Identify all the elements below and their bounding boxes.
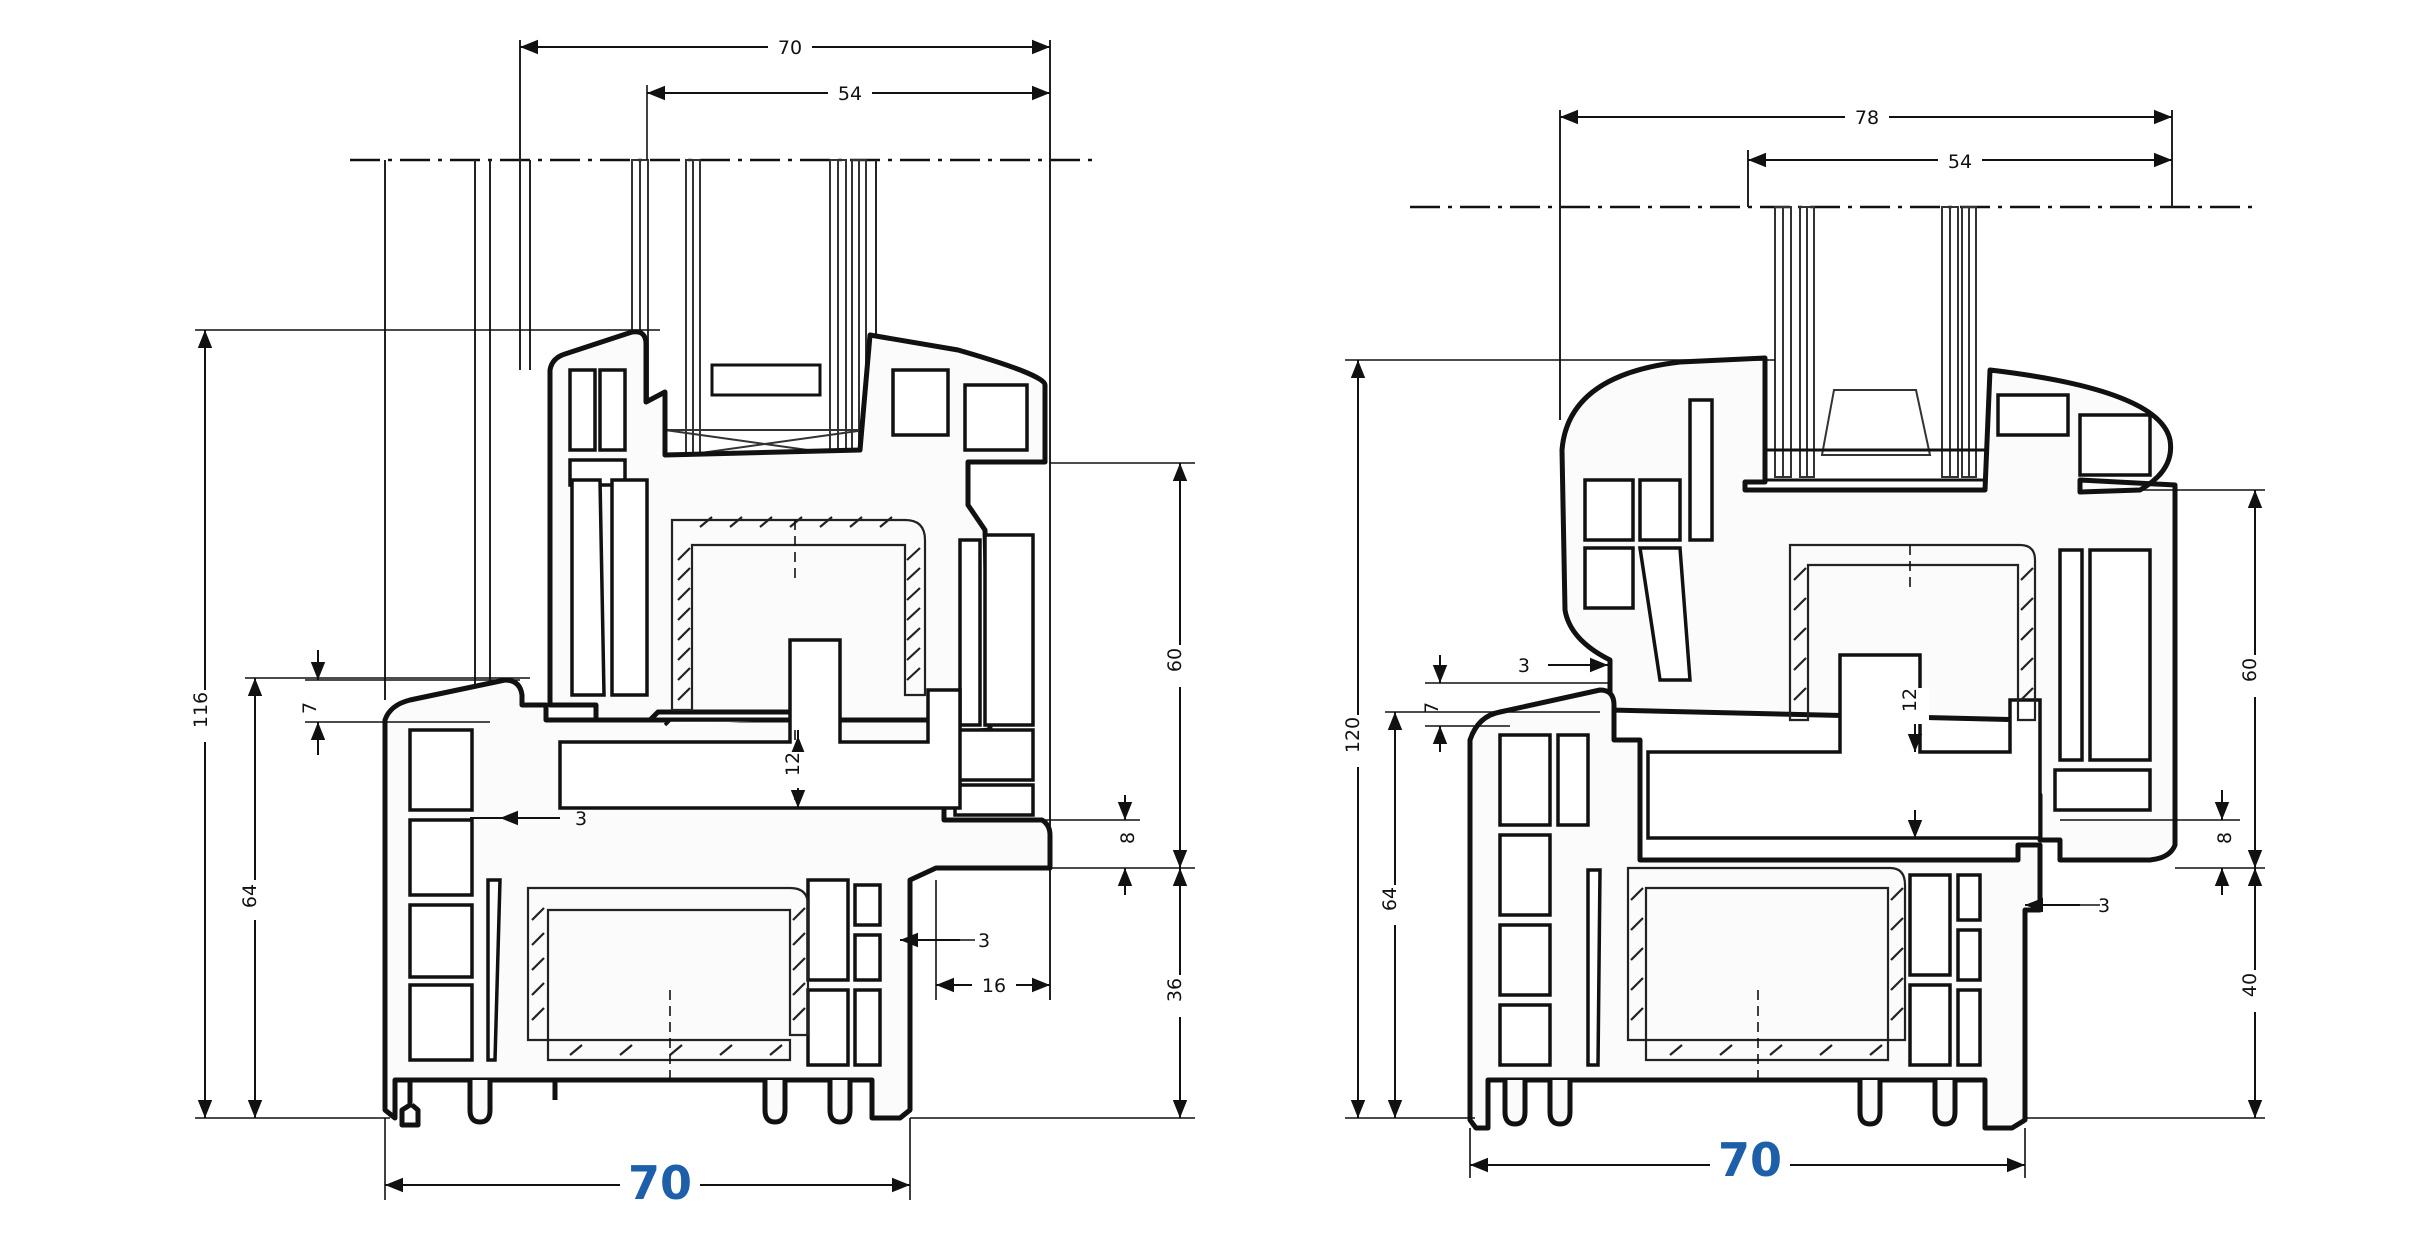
right-dim-8: 8 bbox=[2214, 832, 2236, 844]
left-dim-glass-width: 54 bbox=[838, 83, 862, 105]
right-profile-chambers bbox=[1498, 393, 2152, 1067]
left-dim-16: 16 bbox=[982, 975, 1006, 997]
right-dim-12: 12 bbox=[1899, 688, 1921, 712]
right-sash-profile bbox=[1559, 355, 2178, 863]
right-frame-feet bbox=[1502, 1080, 1958, 1127]
left-total-width-label: 70 bbox=[628, 1156, 692, 1210]
right-dim-height-bottom: 40 bbox=[2239, 973, 2261, 997]
right-axis-marks bbox=[1757, 545, 1911, 1080]
left-dim-width-top: 70 bbox=[778, 37, 802, 59]
right-dim-3-upper: 3 bbox=[1518, 655, 1530, 677]
right-total-width-label: 70 bbox=[1718, 1133, 1782, 1187]
left-profile-drawing: 70 54 116 64 60 36 7 12 3 3 8 16 70 bbox=[190, 32, 1195, 1210]
left-steel-reinforcement bbox=[526, 516, 927, 1062]
right-dim-width-top: 78 bbox=[1855, 107, 1879, 129]
right-dim-glass-width: 54 bbox=[1948, 151, 1972, 173]
left-dim-3-upper: 3 bbox=[575, 808, 587, 830]
right-glazing-unit bbox=[1764, 206, 1988, 482]
left-dim-3-lower: 3 bbox=[978, 930, 990, 952]
right-dimension-labels: 78 54 120 64 60 40 7 12 3 3 8 70 bbox=[1342, 102, 2269, 1188]
right-dim-height-sash: 60 bbox=[2239, 658, 2261, 682]
right-dim-height-total: 120 bbox=[1342, 717, 1364, 753]
right-frame-profile bbox=[1467, 687, 2043, 1131]
left-dim-12: 12 bbox=[782, 752, 804, 776]
left-profile-chambers bbox=[408, 368, 1035, 1067]
right-dim-7: 7 bbox=[1421, 702, 1443, 714]
right-profile-drawing: 78 54 120 64 60 40 7 12 3 3 8 70 bbox=[1342, 102, 2269, 1188]
right-dim-height-frame: 64 bbox=[1379, 887, 1401, 911]
left-dim-8: 8 bbox=[1117, 832, 1139, 844]
left-dim-height-sash: 60 bbox=[1164, 648, 1186, 672]
left-dim-7: 7 bbox=[299, 702, 321, 714]
left-dim-height-bottom: 36 bbox=[1164, 978, 1186, 1002]
left-frame-feet bbox=[399, 1080, 853, 1128]
left-dim-height-frame: 64 bbox=[239, 884, 261, 908]
left-dimension-labels: 70 54 116 64 60 36 7 12 3 3 8 16 70 bbox=[190, 32, 1194, 1210]
right-steel-reinforcement bbox=[1626, 543, 2037, 1062]
right-dim-3-right: 3 bbox=[2098, 895, 2110, 917]
left-dim-height-total: 116 bbox=[190, 692, 212, 728]
